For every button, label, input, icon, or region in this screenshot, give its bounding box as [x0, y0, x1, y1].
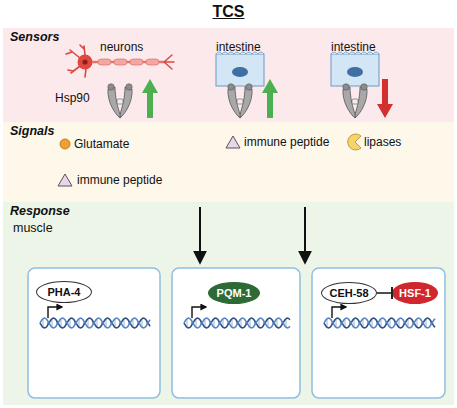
factor-name: PHA-4 — [47, 286, 80, 298]
cell-label: intestine — [216, 40, 261, 54]
signal-label: immune peptide — [77, 173, 162, 187]
figure-title: TCS — [0, 3, 457, 21]
protein-label: Hsp90 — [55, 91, 90, 105]
inhibition-connector — [377, 292, 392, 294]
stage-band: ResponsemusclePHA-4 PQM-1 CEH-58 HSF-1 — [3, 202, 454, 405]
band-heading: Response — [3, 202, 454, 219]
factor-oval: PHA-4 — [36, 281, 92, 303]
stage-band: Signals — [3, 122, 454, 202]
factor-oval: CEH-58 — [321, 282, 377, 304]
factor-name: CEH-58 — [329, 287, 368, 299]
signal-label: immune peptide — [244, 135, 329, 149]
factor-oval: HSF-1 — [392, 282, 438, 304]
factor-name: PQM-1 — [217, 287, 252, 299]
signal-label: lipases — [364, 135, 401, 149]
band-heading: muscle — [3, 219, 454, 236]
cell-label: intestine — [331, 40, 376, 54]
factor-name: HSF-1 — [399, 287, 431, 299]
factor-oval: PQM-1 — [208, 282, 260, 304]
signal-label: Glutamate — [74, 137, 129, 151]
cell-label: neurons — [100, 40, 143, 54]
